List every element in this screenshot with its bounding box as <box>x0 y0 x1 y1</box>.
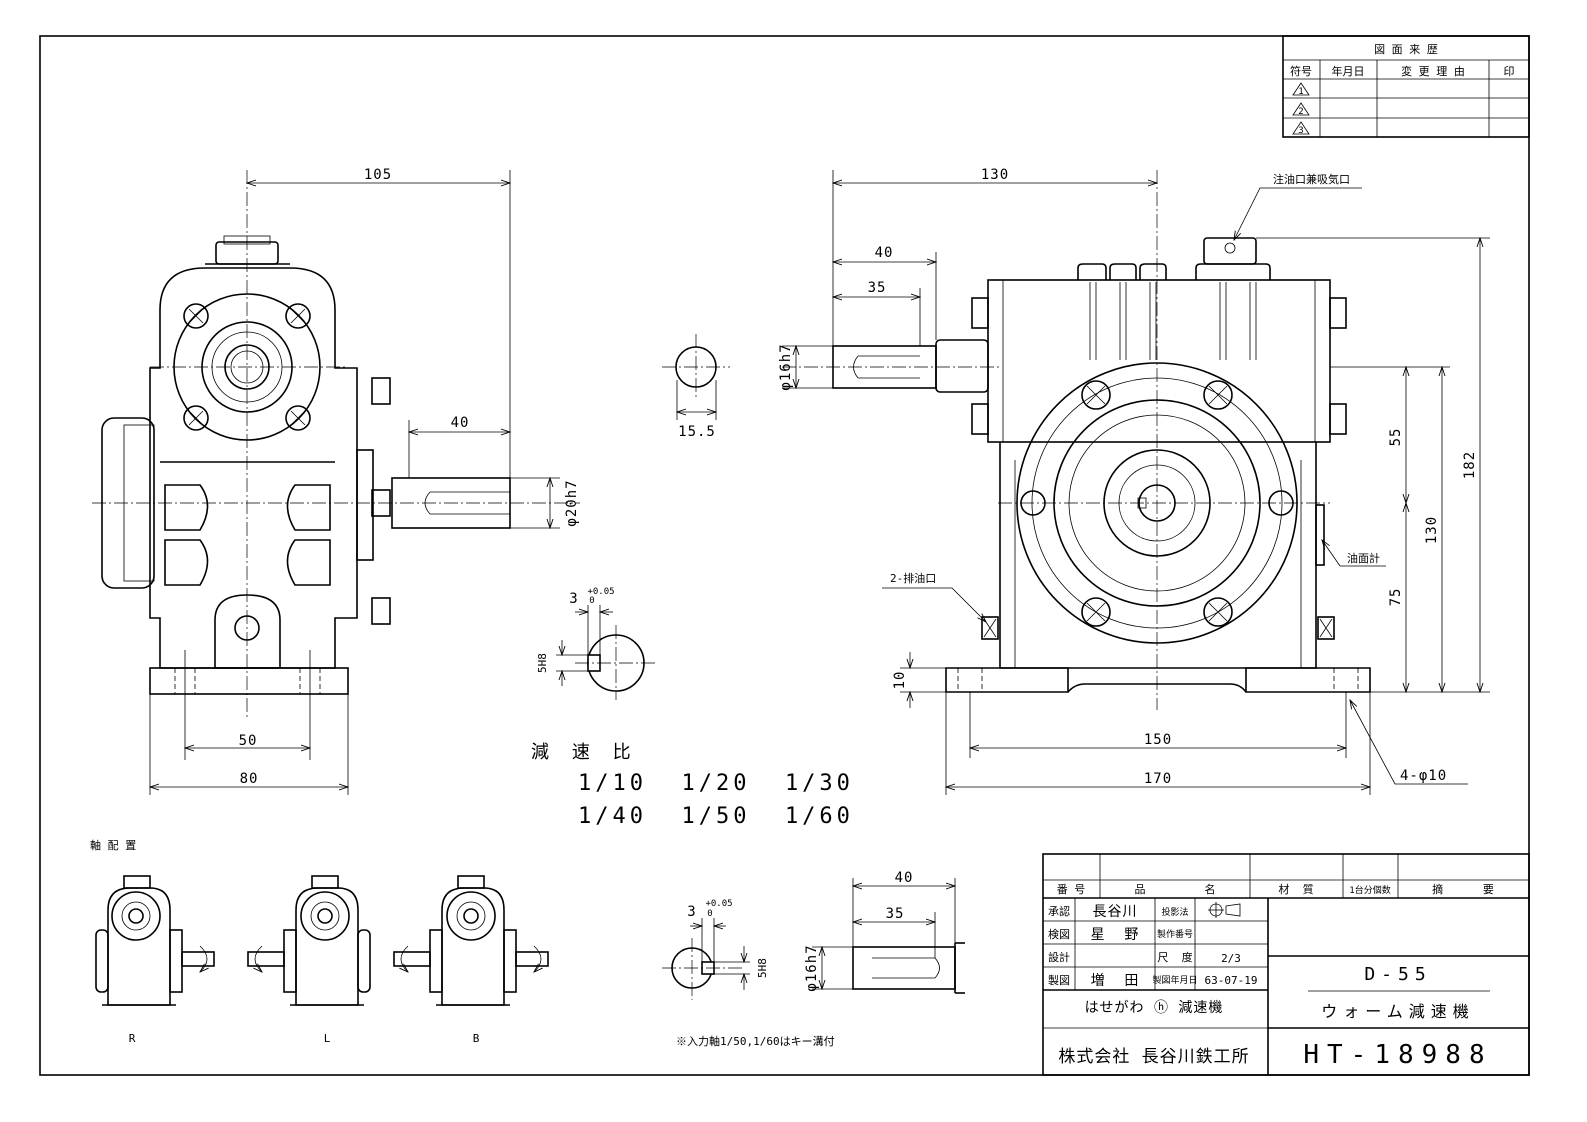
dim-130-len: 130 <box>981 167 1009 183</box>
input-key-tol-zero: 0 <box>707 909 712 919</box>
revision-mark-1: 1 <box>1292 82 1310 97</box>
arrangement-label-b: B <box>473 1032 480 1045</box>
callout-drain: 2-排油口 <box>890 571 936 585</box>
tb-key-date: 製図年月日 <box>1152 974 1197 986</box>
key-width-3: 3 <box>569 591 578 607</box>
tb-role-design: 設計 <box>1048 950 1070 964</box>
drawing-border <box>39 35 1530 1076</box>
tb-model: D-55 <box>1364 964 1431 985</box>
front-dimensions: 105 40 φ20h7 50 80 <box>150 167 580 787</box>
dim-75: 75 <box>1388 588 1404 607</box>
reduction-ratio: 減 速 比 1/10 1/20 1/30 1/40 1/50 1/60 <box>531 742 854 829</box>
tb-header-material: 材 質 <box>1278 882 1313 896</box>
revision-header-mark: 符号 <box>1290 65 1312 78</box>
revision-header-date: 年月日 <box>1332 64 1365 78</box>
tb-drawing-number: HT-18988 <box>1303 1040 1492 1070</box>
callouts: 注油口兼吸気口 2-排油口 油面計 <box>882 172 1386 622</box>
input-shaft-side: 40 35 φ16h7 <box>804 870 965 994</box>
tb-role-check: 検図 <box>1048 927 1070 941</box>
key-tol-plus: +0.05 <box>587 587 614 597</box>
tb-header-qty: 1台分個数 <box>1349 884 1390 896</box>
tb-header-number: 番 号 <box>1057 883 1086 896</box>
revision-title: 図 面 来 歴 <box>1374 43 1438 56</box>
input-len-35: 35 <box>886 906 905 922</box>
revision-mark-3: 3 <box>1292 121 1310 136</box>
tb-name-check: 星 野 <box>1091 927 1140 943</box>
shaft-section-round: 15.5 <box>662 334 730 440</box>
tb-header-name-a: 品 <box>1135 883 1146 896</box>
projection-symbol-icon <box>1208 902 1241 918</box>
tb-key-scale: 尺 度 <box>1157 950 1192 964</box>
dim-dia16: φ16h7 <box>778 343 794 390</box>
dim-35-input: 35 <box>868 280 887 296</box>
shaft-section-keyed: 3 +0.05 0 5H8 <box>536 587 655 700</box>
dim-50: 50 <box>239 733 258 749</box>
svg-text:2: 2 <box>1298 107 1303 117</box>
tb-brand: はせがわ ⓗ 減速機 <box>1085 999 1224 1016</box>
key-tol-zero: 0 <box>589 596 594 606</box>
ratio-label: 減 速 比 <box>531 742 637 763</box>
arrangement-r: R <box>95 875 215 1045</box>
arrangement-b: B <box>393 875 549 1045</box>
input-key-tol-plus: +0.05 <box>705 899 732 909</box>
tb-key-projection: 投影法 <box>1161 906 1188 918</box>
tb-scale-value: 2/3 <box>1221 952 1241 965</box>
shaft-layout-title: 軸 配 置 <box>90 838 136 852</box>
tb-key-job-no: 製作番号 <box>1157 928 1193 940</box>
input-shaft-note: ※入力軸1/50,1/60はキー溝付 <box>676 1034 835 1048</box>
dim-10: 10 <box>892 671 908 690</box>
tb-date-value: 63-07-19 <box>1205 974 1258 987</box>
arrangement-label-l: L <box>324 1032 331 1045</box>
revision-mark-2: 2 <box>1292 102 1310 117</box>
dim-40-output: 40 <box>451 415 470 431</box>
tb-product-name: ウォーム減速機 <box>1321 1002 1475 1021</box>
ratio-row-2: 1/40 1/50 1/60 <box>578 804 854 829</box>
front-view <box>92 170 580 795</box>
arrangement-l: L <box>247 875 371 1045</box>
svg-text:3: 3 <box>1298 126 1303 136</box>
tb-header-remarks: 摘 要 <box>1432 882 1494 896</box>
tb-company: 株式会社 長谷川鉄工所 <box>1058 1047 1249 1067</box>
tb-name-approve: 長谷川 <box>1093 904 1138 920</box>
revision-table: 図 面 来 歴 符号 年月日 変 更 理 由 印 1 2 3 <box>1282 35 1530 138</box>
dim-dia20: φ20h7 <box>564 479 580 526</box>
arrangement-label-r: R <box>129 1032 136 1045</box>
callout-oil-inlet: 注油口兼吸気口 <box>1273 172 1350 186</box>
dim-170: 170 <box>1144 771 1172 787</box>
tb-header-name-b: 名 <box>1205 882 1216 896</box>
input-key-width: 3 <box>687 904 696 920</box>
input-dia: φ16h7 <box>804 944 820 991</box>
tb-role-approve: 承認 <box>1048 904 1070 918</box>
input-shaft-section: 3 +0.05 0 5H8 <box>662 899 769 1000</box>
tb-role-draft: 製図 <box>1048 973 1070 987</box>
dim-15-5: 15.5 <box>678 424 716 440</box>
svg-text:1: 1 <box>1298 87 1303 97</box>
dim-130-height: 130 <box>1424 516 1440 544</box>
dim-55: 55 <box>1388 428 1404 447</box>
revision-header-reason: 変 更 理 由 <box>1401 64 1465 78</box>
dim-105: 105 <box>364 167 392 183</box>
dim-holes: 4-φ10 <box>1400 768 1447 784</box>
dim-182: 182 <box>1462 451 1478 479</box>
input-key-height: 5H8 <box>756 958 769 978</box>
ratio-row-1: 1/10 1/20 1/30 <box>578 771 854 796</box>
side-dimensions: 130 40 35 φ16h7 55 75 130 182 10 150 170… <box>778 167 1480 787</box>
tb-name-draft: 増 田 <box>1091 973 1140 989</box>
dim-40-input: 40 <box>875 245 894 261</box>
callout-oil-gauge: 油面計 <box>1347 551 1380 565</box>
side-view <box>782 170 1490 795</box>
revision-header-seal: 印 <box>1504 65 1515 78</box>
input-len-40: 40 <box>895 870 914 886</box>
shaft-arrangement: 軸 配 置 <box>90 838 136 852</box>
dim-80: 80 <box>240 771 259 787</box>
dim-150: 150 <box>1144 732 1172 748</box>
title-block: 番 号 品 名 材 質 1台分個数 摘 要 承認 長谷川 投影法 検図 星 野 … <box>1042 853 1530 1076</box>
key-height-5h8: 5H8 <box>536 653 549 673</box>
